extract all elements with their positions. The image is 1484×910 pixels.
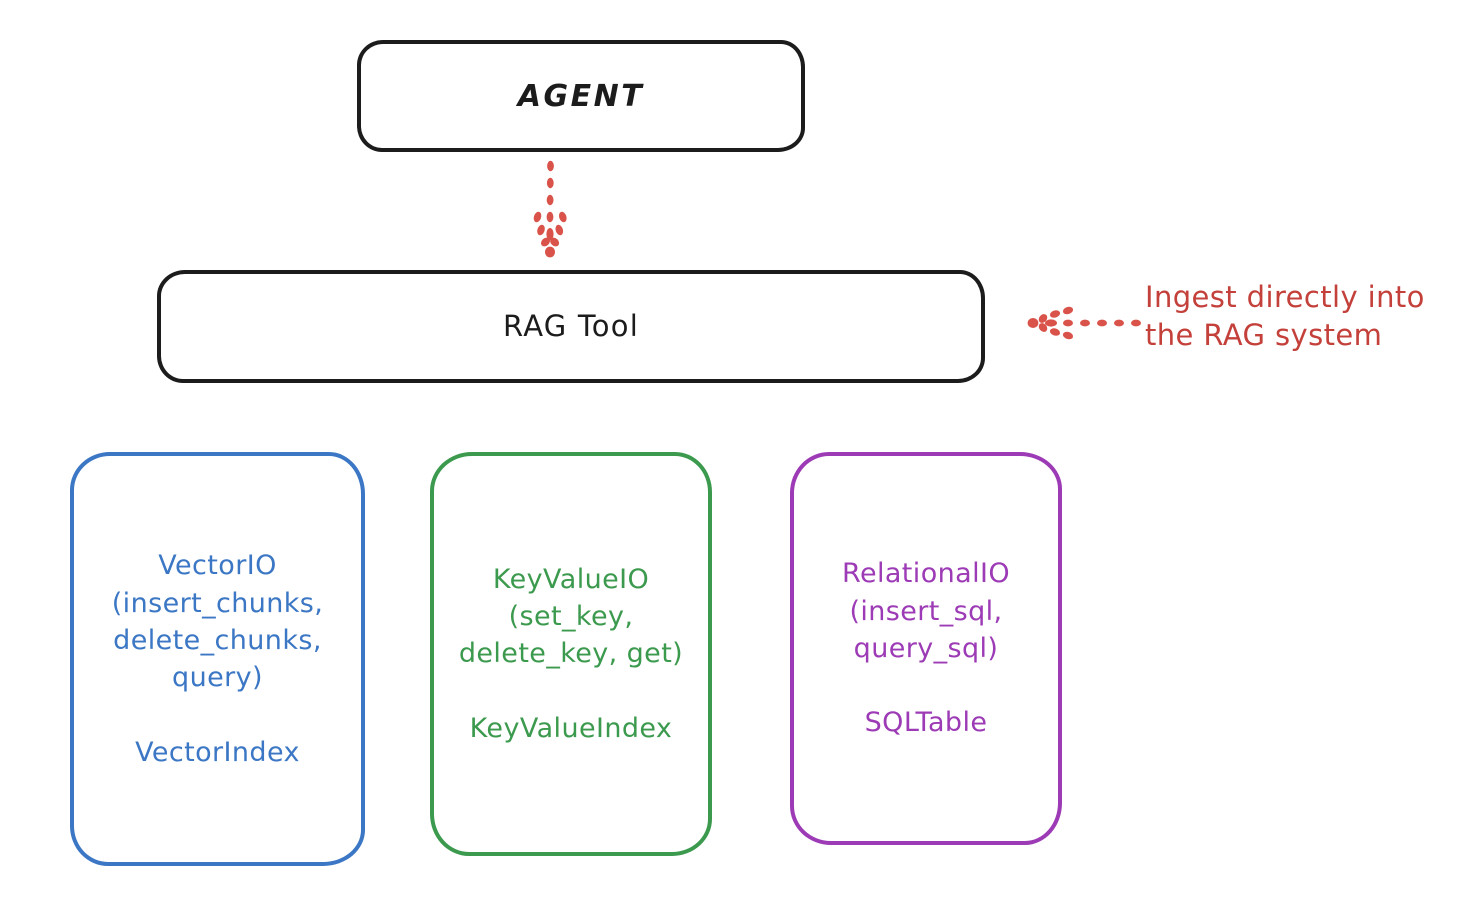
node-key-value-io[interactable]: KeyValueIO (set_key, delete_key, get) Ke… xyxy=(430,452,712,856)
node-vector-io-label: VectorIO (insert_chunks, delete_chunks, … xyxy=(111,550,324,768)
node-relational-io-label: RelationalIO (insert_sql, query_sql) SQL… xyxy=(842,558,1010,739)
ingest-annotation-text: Ingest directly into the RAG system xyxy=(1145,280,1425,353)
connector-ingest-to-rag-tool-arrow xyxy=(1027,306,1141,340)
node-rag-tool[interactable]: RAG Tool xyxy=(157,270,985,383)
node-rag-tool-label: RAG Tool xyxy=(503,308,639,343)
node-agent-label: AGENT xyxy=(517,78,645,114)
node-relational-io[interactable]: RelationalIO (insert_sql, query_sql) SQL… xyxy=(790,452,1062,845)
node-vector-io[interactable]: VectorIO (insert_chunks, delete_chunks, … xyxy=(70,452,365,866)
connector-agent-to-rag-tool-arrow xyxy=(533,160,567,258)
node-key-value-io-label: KeyValueIO (set_key, delete_key, get) Ke… xyxy=(458,563,684,744)
node-agent[interactable]: AGENT xyxy=(357,40,805,152)
